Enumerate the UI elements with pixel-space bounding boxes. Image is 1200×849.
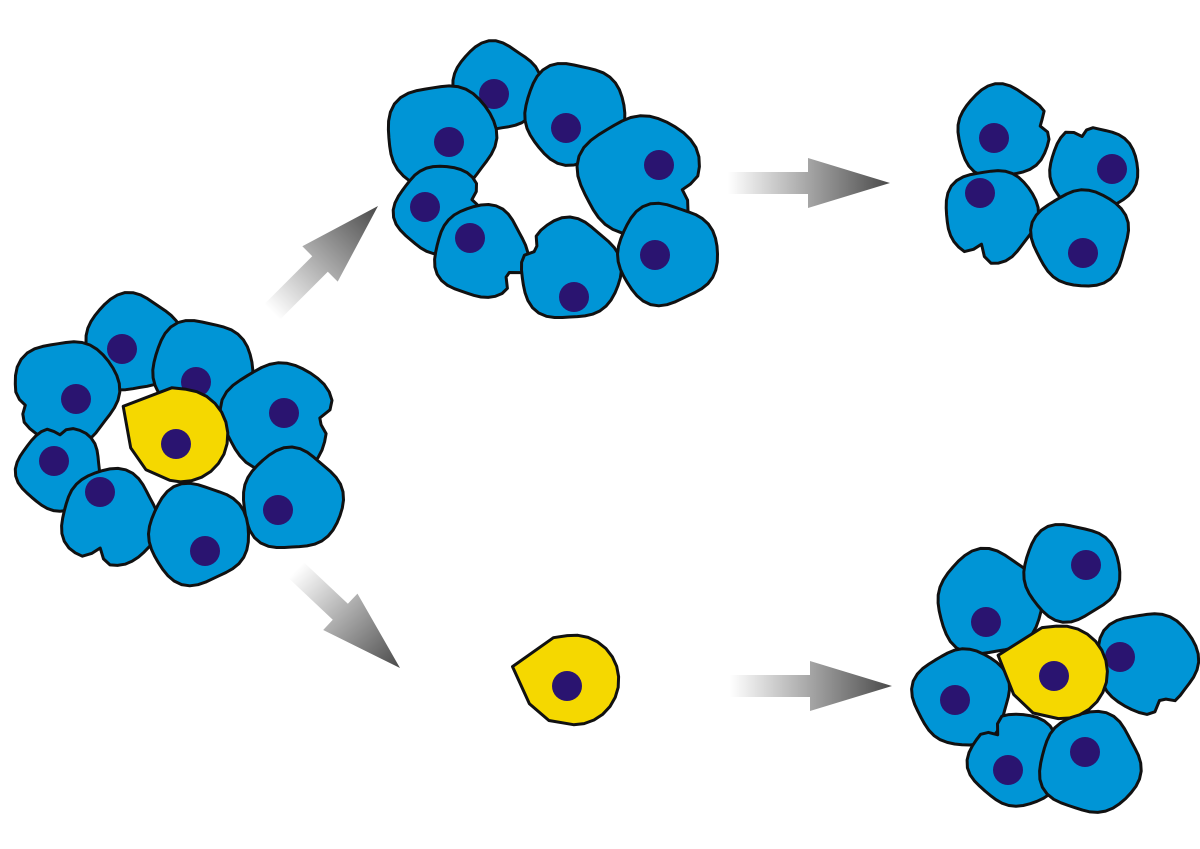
nucleus xyxy=(644,150,674,180)
nucleus xyxy=(161,429,191,459)
cell xyxy=(147,481,250,588)
cell-icon xyxy=(1022,523,1122,624)
regressed-cluster xyxy=(944,82,1140,288)
nucleus xyxy=(940,685,970,715)
cell-icon xyxy=(433,203,530,299)
nucleus xyxy=(85,477,115,507)
nucleus xyxy=(559,282,589,312)
cell xyxy=(1038,709,1143,814)
regrown-tumor-cluster xyxy=(910,523,1200,814)
differentiated-ring-cluster xyxy=(386,39,719,319)
cell xyxy=(910,647,1011,747)
nucleus xyxy=(993,755,1023,785)
nucleus xyxy=(979,123,1009,153)
cell xyxy=(956,82,1051,179)
nucleus xyxy=(410,192,440,222)
cell xyxy=(60,466,161,567)
arrow-to-ring xyxy=(264,205,379,320)
stem-cell xyxy=(511,633,621,727)
nucleus xyxy=(1097,154,1127,184)
nucleus xyxy=(1071,550,1101,580)
nucleus xyxy=(1039,661,1069,691)
cell-icon xyxy=(242,445,345,549)
nucleus xyxy=(479,79,509,109)
cell xyxy=(386,84,499,197)
cell-icon xyxy=(147,481,250,588)
isolated-stem-cell-cluster xyxy=(511,633,621,727)
nucleus xyxy=(61,384,91,414)
nucleus xyxy=(455,223,485,253)
cell xyxy=(616,201,719,308)
nucleus xyxy=(965,178,995,208)
nucleus xyxy=(269,398,299,428)
nucleus xyxy=(39,446,69,476)
clusters-layer xyxy=(13,39,1200,814)
cell xyxy=(1022,523,1122,624)
arrow-to-stem xyxy=(288,561,401,669)
nucleus xyxy=(551,113,581,143)
nucleus xyxy=(263,495,293,525)
process-arrow-icon xyxy=(264,205,379,320)
nucleus xyxy=(1070,737,1100,767)
cell xyxy=(520,215,623,319)
arrow-to-regressed xyxy=(728,158,890,208)
cell-icon xyxy=(520,215,623,319)
nucleus xyxy=(971,607,1001,637)
cell xyxy=(944,169,1041,265)
nucleus xyxy=(190,536,220,566)
cell-icon xyxy=(944,169,1041,265)
nucleus xyxy=(640,240,670,270)
cell xyxy=(1096,612,1200,716)
nucleus xyxy=(434,127,464,157)
stem-cell xyxy=(996,624,1109,721)
arrows-layer xyxy=(264,158,892,711)
cell xyxy=(965,712,1062,808)
process-arrow-icon xyxy=(728,158,890,208)
nucleus xyxy=(107,334,137,364)
arrow-to-regrown xyxy=(730,661,892,711)
process-arrow-icon xyxy=(730,661,892,711)
stem-cell xyxy=(121,386,230,484)
process-arrow-icon xyxy=(288,561,401,669)
cell-icon xyxy=(1029,188,1130,288)
nucleus xyxy=(1105,642,1135,672)
cell xyxy=(433,203,530,299)
cell xyxy=(1029,188,1130,288)
original-tumor-cluster xyxy=(13,291,345,588)
nucleus xyxy=(552,671,582,701)
nucleus xyxy=(1068,238,1098,268)
cell xyxy=(242,445,345,549)
